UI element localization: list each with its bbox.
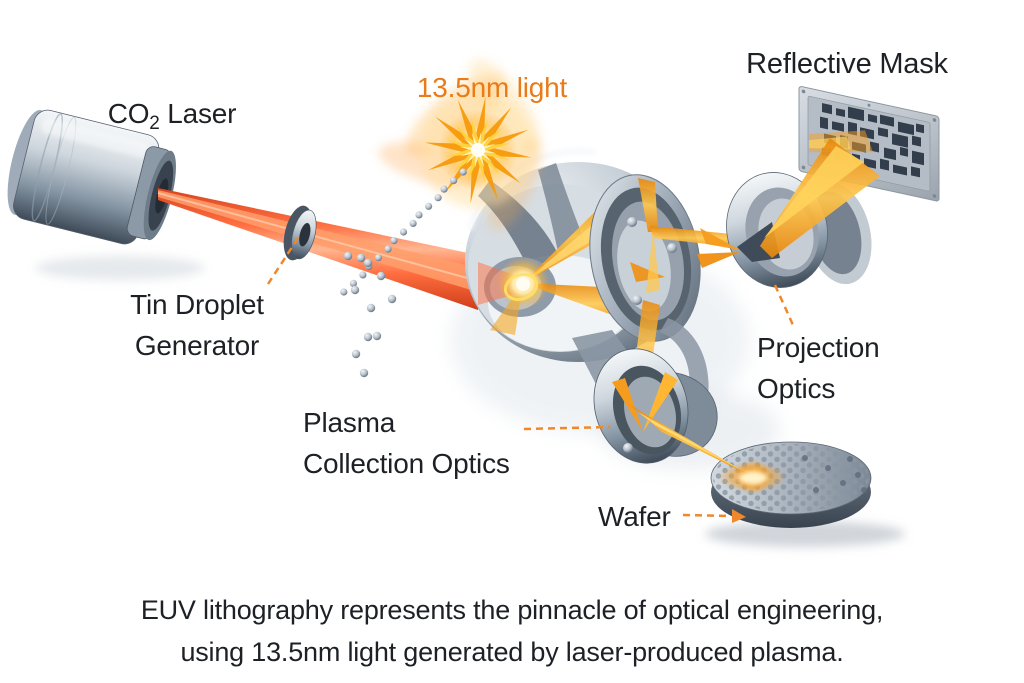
co2-laser-label: CO2 Laser — [108, 93, 237, 144]
wafer-label: Wafer — [598, 501, 671, 532]
plasma-optics-leader-line — [523, 425, 611, 431]
projection-optics-leader-line — [773, 284, 795, 326]
beam-to-mask — [760, 138, 880, 258]
caption-line1: EUV lithography represents the pinnacle … — [140, 595, 884, 625]
reflective-mask-label: Reflective Mask — [746, 48, 948, 80]
plasma-collection-optics-label: Plasma Collection Optics — [303, 402, 510, 484]
tin-droplet-generator-label: Tin Droplet Generator — [130, 284, 264, 366]
plasma-burst — [378, 58, 542, 231]
plasma-collection-optics-label-line1: Plasma — [303, 407, 396, 438]
light-13-5nm-label: 13.5nm light — [416, 72, 568, 103]
tin-droplet-generator-device — [283, 205, 317, 261]
wafer-leader-arrowhead — [732, 509, 746, 523]
tin-droplet-leader-line — [266, 234, 302, 285]
co2-laser-label-prefix: CO — [107, 98, 150, 129]
co2-laser-label-subscript: 2 — [149, 113, 160, 134]
wafer-leader-line — [682, 513, 731, 518]
projection-optics-label-line2: Optics — [757, 373, 836, 404]
leader-lines — [266, 234, 795, 523]
tin-droplet-generator-label-line1: Tin Droplet — [130, 289, 264, 320]
beam-to-wafer — [630, 405, 771, 495]
laser-beam — [157, 188, 479, 310]
caption-line2: using 13.5nm light generated by laser-pr… — [180, 637, 844, 667]
projection-optics-label: Projection Optics — [757, 327, 880, 409]
caption: EUV lithography represents the pinnacle … — [0, 589, 1024, 673]
droplet-stream — [340, 168, 467, 378]
co2-laser-label-suffix: Laser — [159, 98, 237, 129]
projection-optics-label-line1: Projection — [757, 332, 880, 363]
tin-droplet-generator-label-line2: Generator — [134, 330, 260, 361]
plasma-collection-optics-label-line2: Collection Optics — [303, 448, 510, 479]
